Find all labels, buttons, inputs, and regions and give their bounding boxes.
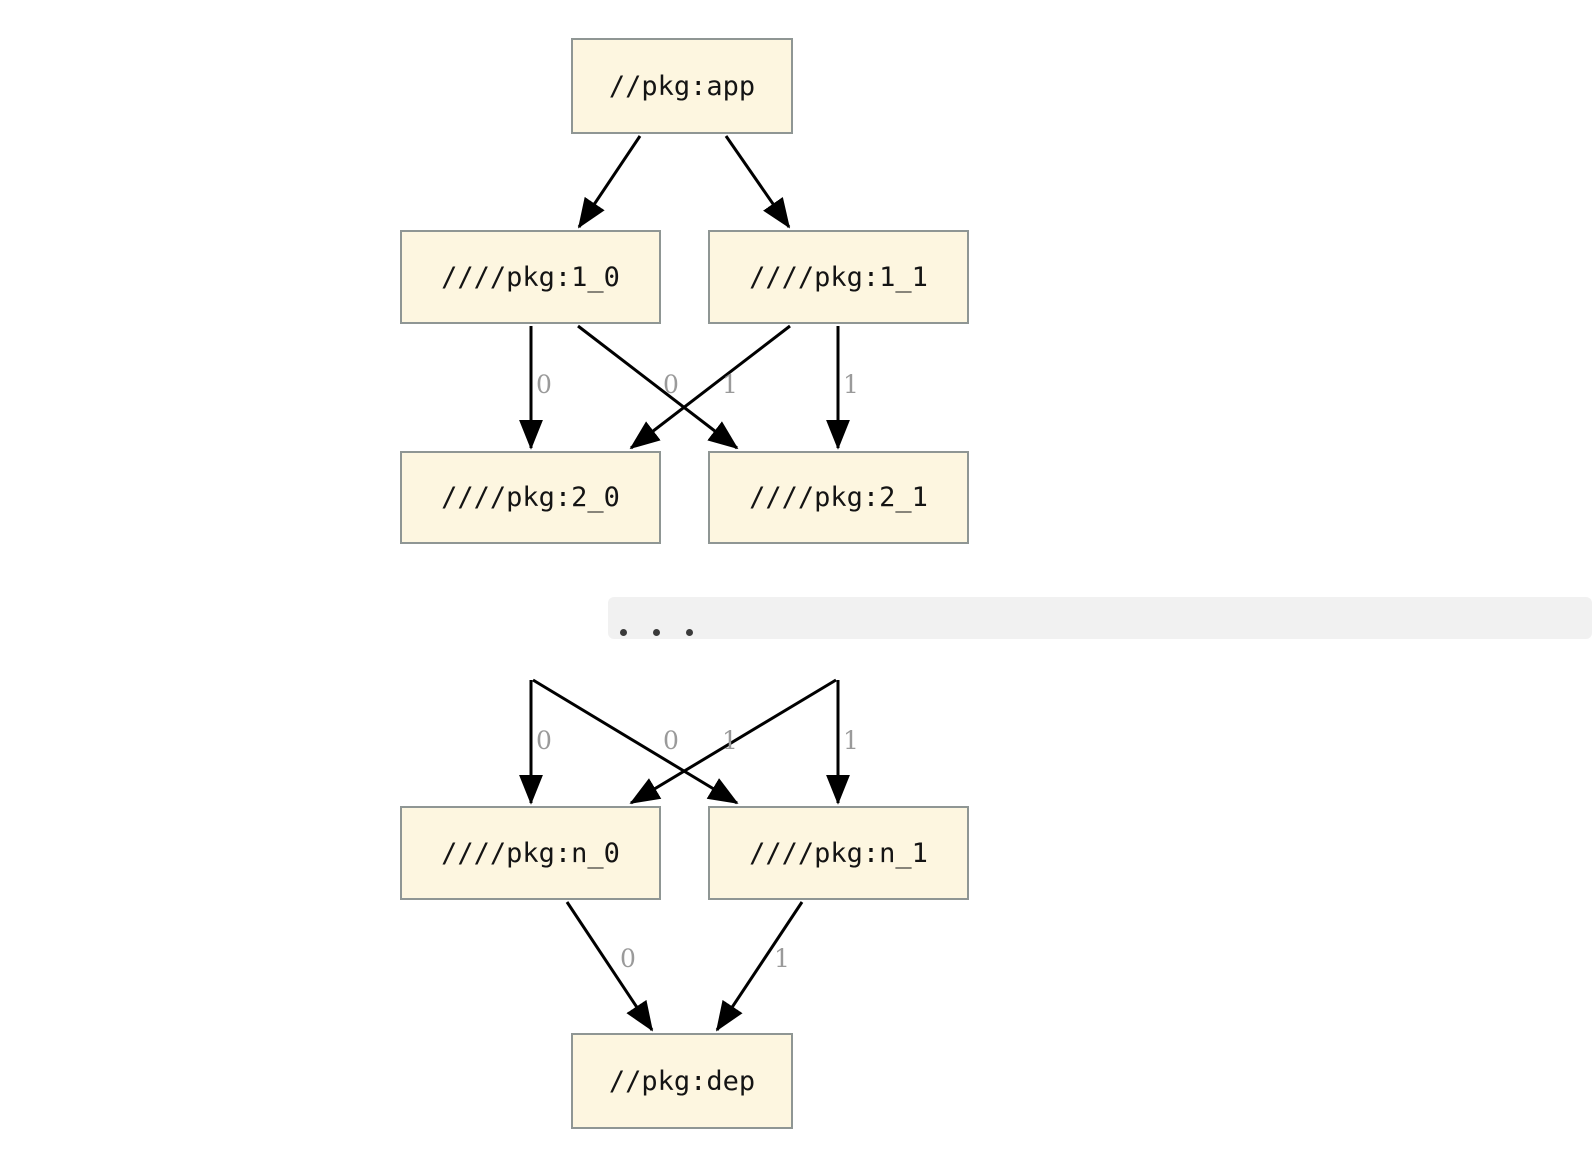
edge-label-prev-to-n_1: 0 <box>663 726 679 755</box>
graph-edge-n_1-to-dep <box>715 901 804 1032</box>
edge-label-1_1-to-2_0: 1 <box>722 370 738 399</box>
graph-edge-app-to-1_1 <box>724 135 791 229</box>
ellipsis-dot-0 <box>620 629 627 636</box>
graph-edge-1_0-to-2_1 <box>577 324 739 450</box>
edge-label-1_0-to-2_1: 0 <box>663 370 679 399</box>
edge-label-1_0-to-2_0: 0 <box>536 370 552 399</box>
graph-node-l1_1[interactable]: ////pkg:1_1 <box>708 230 969 324</box>
graph-node-l1_0[interactable]: ////pkg:1_0 <box>400 230 661 324</box>
graph-edge-n_0-to-dep <box>565 901 654 1032</box>
node-label: ////pkg:1_1 <box>749 261 928 293</box>
node-label: //pkg:app <box>608 70 756 102</box>
edge-label-1_1-to-2_1: 1 <box>843 370 859 399</box>
graph-node-l2_0[interactable]: ////pkg:2_0 <box>400 451 661 544</box>
edge-label-prev2-to-n_0: 1 <box>722 726 738 755</box>
graph-node-l2_1[interactable]: ////pkg:2_1 <box>708 451 969 544</box>
truncated-levels-strip <box>608 597 1592 639</box>
graph-edge-app-to-1_0 <box>577 135 642 229</box>
graph-node-ln_1[interactable]: ////pkg:n_1 <box>708 806 969 900</box>
node-label: ////pkg:1_0 <box>441 261 620 293</box>
graph-edge-1_1-to-2_0 <box>629 324 791 450</box>
node-label: //pkg:dep <box>608 1065 756 1097</box>
edge-label-n_1-to-dep: 1 <box>774 944 790 973</box>
ellipsis-dot-1 <box>653 629 660 636</box>
edge-label-prev2-to-n_1: 1 <box>843 726 859 755</box>
ellipsis-dots <box>620 629 693 636</box>
node-label: ////pkg:n_1 <box>749 837 928 869</box>
node-label: ////pkg:2_0 <box>441 482 620 513</box>
graph-edge-prev-to-n_1 <box>532 678 739 805</box>
ellipsis-dot-2 <box>686 629 693 636</box>
graph-node-dep[interactable]: //pkg:dep <box>571 1033 793 1129</box>
node-label: ////pkg:2_1 <box>749 482 928 513</box>
edge-label-prev-to-n_0: 0 <box>536 726 552 755</box>
edge-label-n_0-to-dep: 0 <box>620 944 636 973</box>
node-label: ////pkg:n_0 <box>441 837 620 869</box>
graph-node-ln_0[interactable]: ////pkg:n_0 <box>400 806 661 900</box>
edge-lines <box>519 135 850 1032</box>
graph-edge-prev2-to-n_0 <box>629 678 837 805</box>
graph-node-app[interactable]: //pkg:app <box>571 38 793 134</box>
